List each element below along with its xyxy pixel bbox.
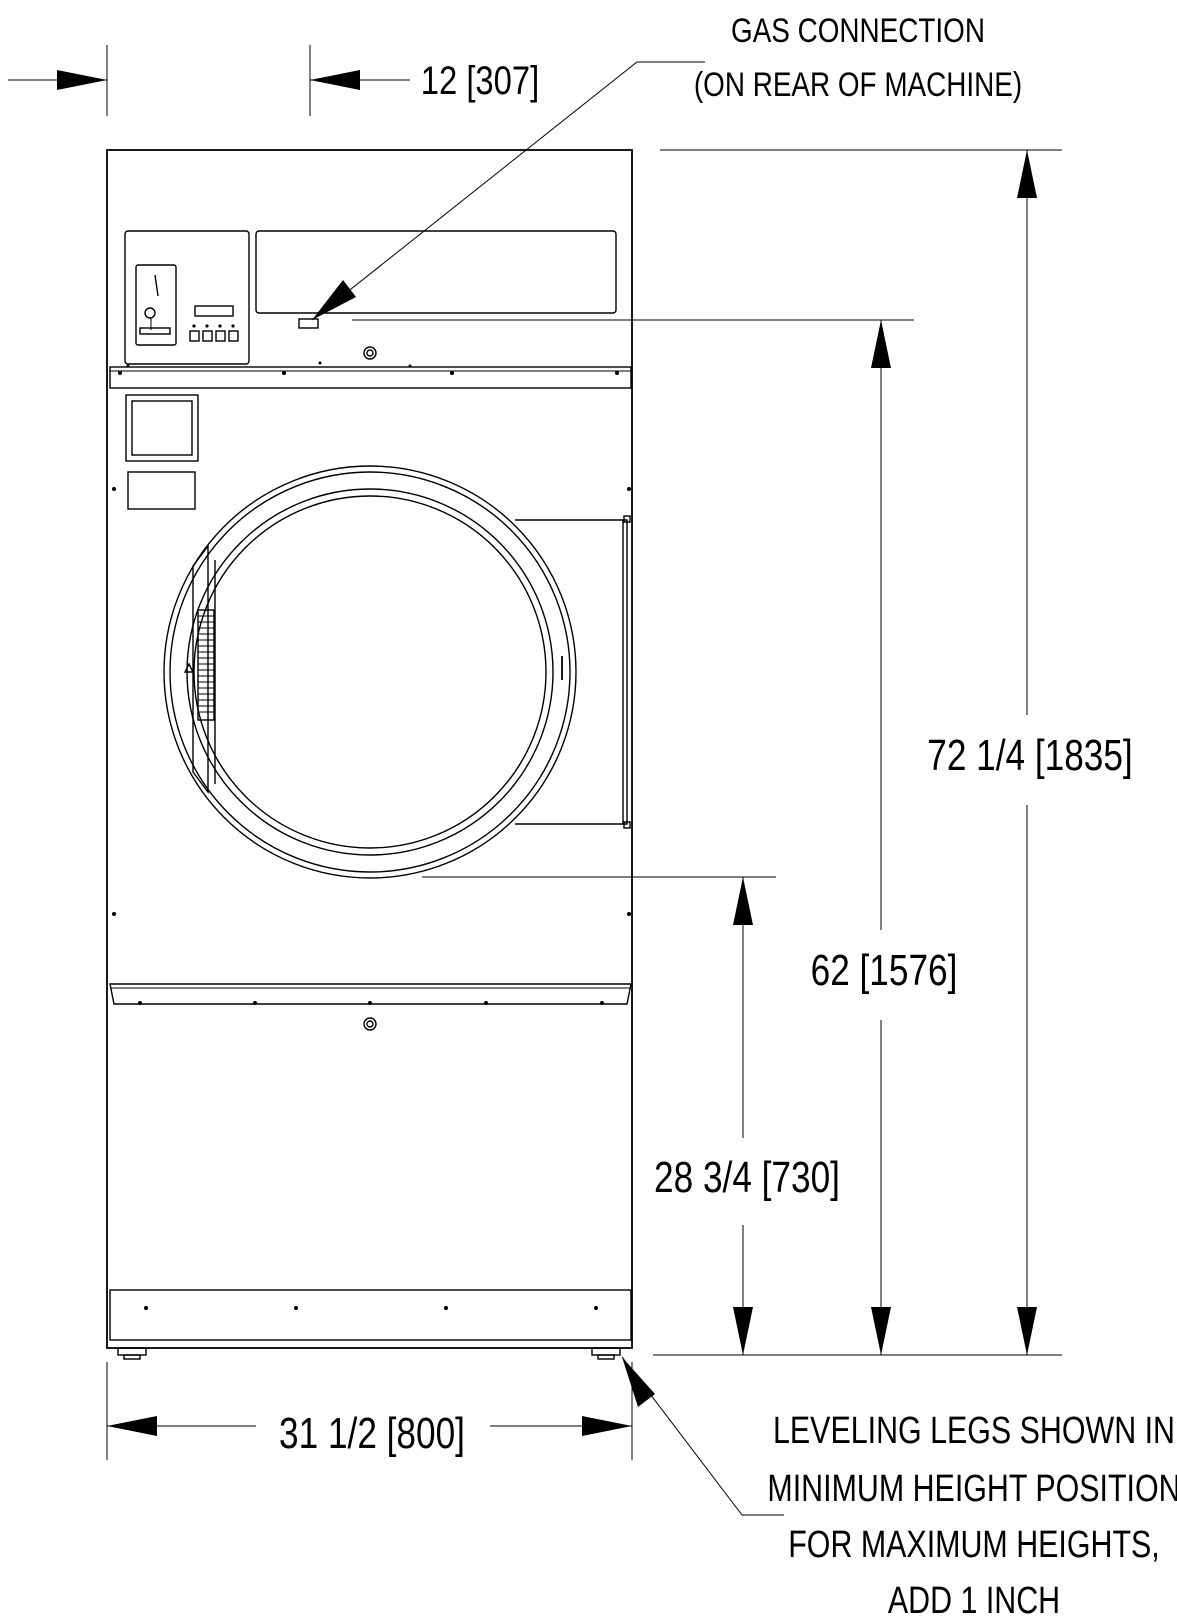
gas-connection-leader: [311, 61, 705, 321]
overall-width-dimension-label: 31 1/2 [800]: [279, 1409, 465, 1458]
door-bottom-height-dimension: [422, 876, 776, 1355]
overall-width-dimension: [106, 1362, 633, 1460]
gas-offset-dimension-label: 12 [307]: [421, 58, 540, 103]
upper-trim-rail: [109, 366, 632, 389]
gas-connection-note-line-2: (ON REAR OF MACHINE): [694, 65, 1022, 103]
door-top-height-dimension-label: 62 [1576]: [811, 946, 958, 995]
leveling-legs-leader: [621, 1356, 784, 1516]
graphic-panel: [255, 230, 617, 314]
gas-connection-marker: [298, 318, 319, 329]
leveling-legs-note-line-3: FOR MAXIMUM HEIGHTS,: [788, 1524, 1160, 1566]
lint-drawer-panel: [125, 394, 199, 462]
door-hinge-grille: [197, 609, 215, 721]
gas-connection-note-line-1: GAS CONNECTION: [731, 11, 985, 49]
leveling-legs: [117, 1347, 621, 1360]
overall-height-dimension-label: 72 1/4 [1835]: [927, 731, 1132, 780]
dryer-cabinet: [106, 149, 633, 1349]
gas-offset-dimension: [8, 45, 410, 116]
loading-door: [163, 465, 631, 879]
door-top-height-dimension: [352, 319, 914, 1355]
control-panel-lock: [363, 346, 377, 360]
leveling-legs-note-line-2: MINIMUM HEIGHT POSITION: [767, 1468, 1177, 1510]
lower-trim-rail: [109, 983, 632, 1005]
overall-height-dimension: [653, 149, 1062, 1356]
kick-plate: [109, 1289, 632, 1341]
leveling-legs-note-line-1: LEVELING LEGS SHOWN IN: [773, 1410, 1175, 1452]
coin-control-panel: [124, 230, 250, 365]
leveling-legs-note-line-4: ADD 1 INCH: [888, 1580, 1060, 1619]
door-bottom-height-dimension-label: 28 3/4 [730]: [654, 1153, 840, 1202]
label-plate: [127, 471, 196, 510]
lower-panel-lock: [363, 1017, 377, 1031]
